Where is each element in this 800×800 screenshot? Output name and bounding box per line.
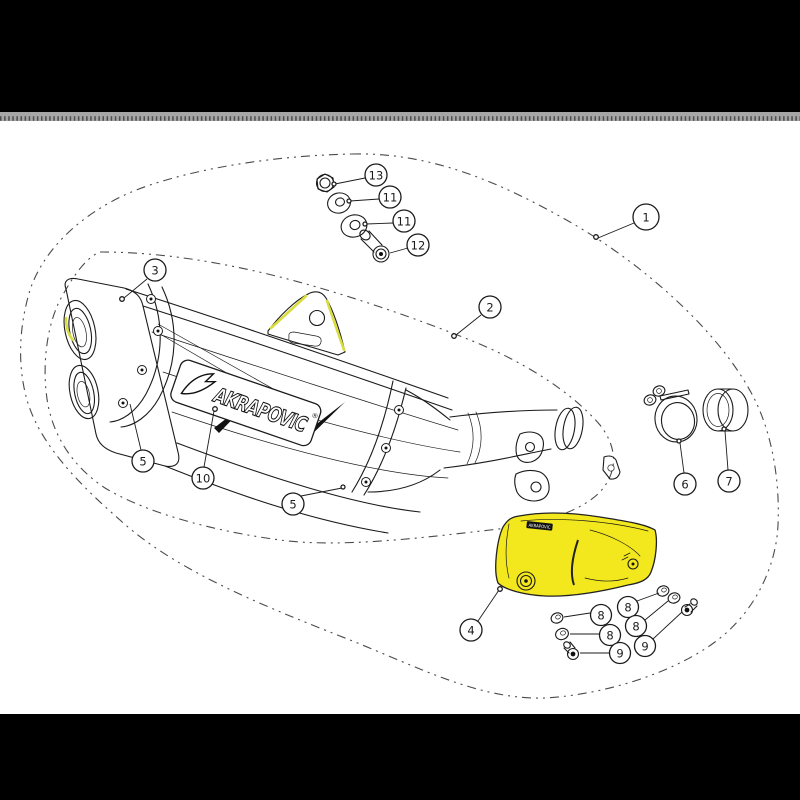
pipe-inlet-flare	[554, 407, 576, 451]
svg-text:4: 4	[467, 624, 474, 638]
svg-text:5: 5	[289, 498, 296, 512]
callout-9-right: 9	[633, 611, 683, 658]
callout-3: 3	[119, 258, 167, 302]
washer-right-lower	[667, 592, 681, 604]
callout-2: 2	[451, 295, 502, 339]
heat-shield: AKRAPOVIC	[495, 512, 658, 597]
svg-text:11: 11	[383, 191, 398, 205]
shield-hole	[627, 558, 639, 570]
svg-text:2: 2	[486, 301, 493, 315]
bracket-edge-highlight	[325, 299, 346, 352]
svg-text:7: 7	[725, 475, 732, 489]
bracket-hole	[308, 309, 326, 327]
pipe-inlet-flare	[562, 406, 584, 450]
bracket-bolt	[359, 229, 390, 263]
akrapovic-arrow-icon	[180, 373, 218, 395]
rivet	[361, 477, 371, 487]
svg-text:3: 3	[151, 264, 158, 278]
outlet-rim-highlight	[64, 316, 75, 342]
clamp-bolt	[652, 385, 666, 397]
svg-text:10: 10	[196, 472, 211, 486]
washer-left-lower	[555, 627, 569, 641]
clamp-tab	[659, 389, 690, 401]
spring-hook-tab	[602, 455, 621, 480]
rivet	[118, 398, 128, 408]
shield-logo-plate: AKRAPOVIC	[526, 521, 553, 531]
rivet	[137, 365, 147, 375]
screw-right	[680, 598, 698, 617]
callout-13: 13	[331, 163, 388, 187]
rivet	[146, 294, 156, 304]
svg-text:12: 12	[411, 239, 426, 253]
svg-text:13: 13	[369, 169, 384, 183]
svg-text:5: 5	[139, 455, 146, 469]
callout-9-left: 9	[580, 641, 632, 665]
callout-1: 1	[593, 203, 660, 240]
callout-7: 7	[717, 426, 741, 493]
mounting-bracket	[267, 291, 346, 356]
kit-boundary-ellipse	[20, 153, 779, 699]
svg-text:9: 9	[616, 647, 623, 661]
svg-text:8: 8	[597, 609, 604, 623]
sleeve-ring	[702, 388, 749, 432]
link-pipe	[367, 389, 621, 502]
callout-8-left-upper: 8	[563, 603, 613, 627]
callout-11-lower: 11	[362, 209, 416, 233]
callout-6: 6	[673, 438, 697, 496]
registered-mark: ®	[310, 411, 319, 421]
callout-5-front: 5	[129, 403, 155, 473]
bracket-edge-highlight	[269, 294, 308, 330]
svg-text:1: 1	[642, 211, 649, 225]
top-letterbox-bar	[0, 0, 800, 112]
rear-rivet-band	[351, 380, 407, 496]
svg-text:8: 8	[606, 629, 613, 643]
svg-text:9: 9	[641, 640, 648, 654]
svg-text:8: 8	[632, 620, 639, 634]
muffler-assembly-boundary-ellipse	[44, 251, 614, 544]
muffler-end-cap	[64, 277, 180, 467]
svg-text:8: 8	[624, 601, 631, 615]
spring-hook-tab	[515, 431, 544, 463]
washer-left-upper	[550, 612, 564, 624]
callout-10: 10	[191, 406, 218, 490]
film-strip	[0, 112, 800, 121]
bracket-slot	[288, 331, 322, 347]
callout-4: 4	[459, 586, 503, 642]
callout-8-right-lower: 8	[624, 600, 669, 638]
heat-shield-body	[495, 512, 658, 597]
screw-left	[563, 641, 580, 661]
callout-8-right-upper: 8	[616, 592, 660, 619]
callout-5-rear: 5	[281, 484, 346, 516]
rivet	[394, 405, 404, 415]
rivet	[381, 443, 391, 453]
callout-12: 12	[389, 233, 430, 257]
washer-right-upper	[656, 585, 670, 597]
shield-brand-text: AKRAPOVIC	[528, 523, 551, 531]
callout-11-upper: 11	[346, 185, 402, 209]
front-rivet-band	[109, 283, 175, 428]
shield-recess	[516, 571, 536, 591]
callout-8-left-lower: 8	[570, 623, 622, 647]
outlet-bottom	[68, 364, 100, 420]
svg-text:6: 6	[681, 478, 688, 492]
svg-text:11: 11	[397, 215, 412, 229]
rivet	[153, 326, 163, 336]
hanger-bracket	[514, 469, 550, 502]
bottom-letterbox-bar	[0, 714, 800, 800]
